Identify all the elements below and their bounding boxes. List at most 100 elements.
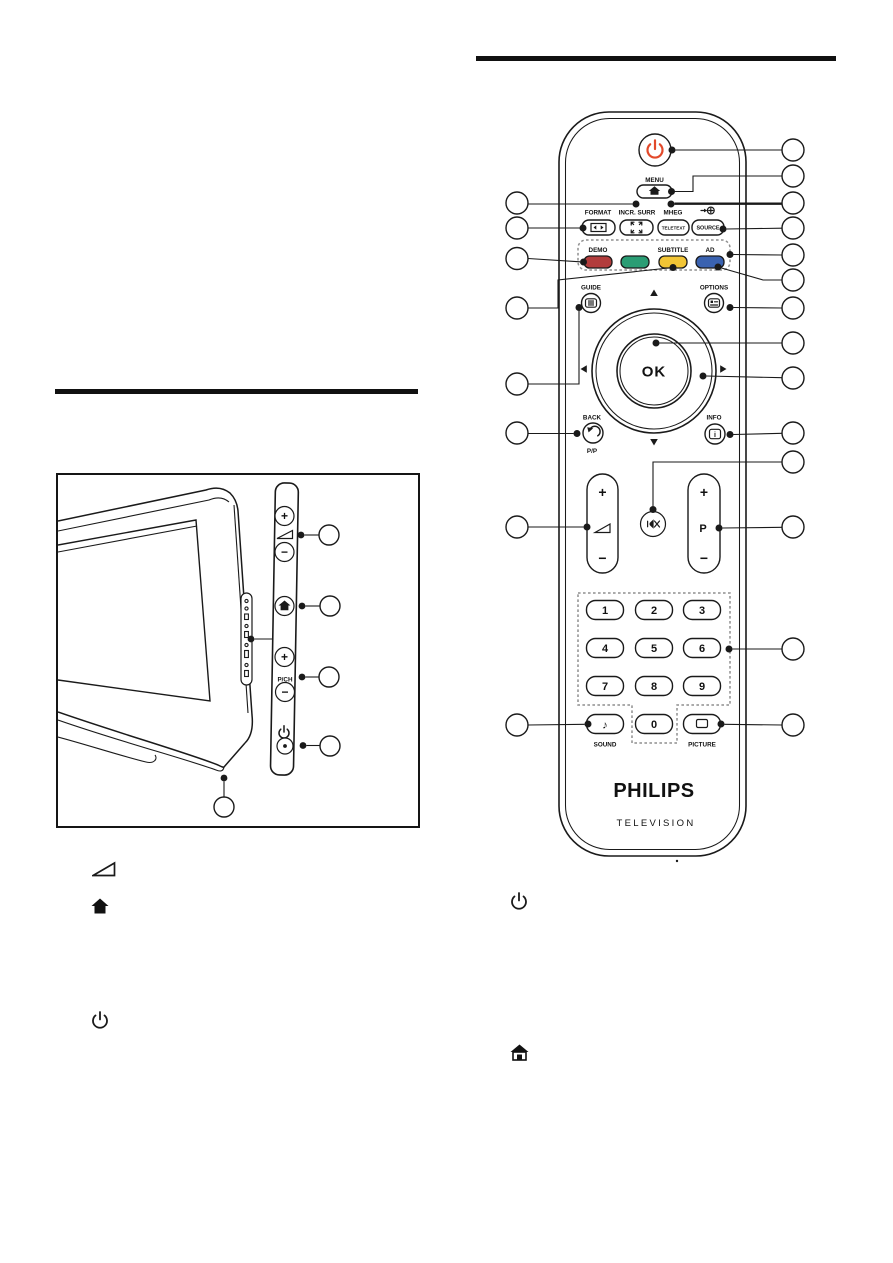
options-label: OPTIONS — [700, 285, 728, 292]
tv-channel-up-button[interactable] — [274, 646, 295, 668]
tv-volume-up-label: + — [281, 509, 288, 523]
remote-callouts-right — [781, 138, 805, 737]
programme-label: P — [699, 523, 706, 535]
stray-dot — [675, 859, 679, 863]
digit-8-label: 8 — [651, 681, 657, 693]
callout-circle — [318, 666, 340, 688]
incr-surr-button[interactable] — [619, 219, 654, 236]
ad-label: AD — [705, 247, 715, 254]
picture-button-label: PICTURE — [688, 742, 716, 749]
keypad-outline — [577, 592, 731, 744]
callout-circle — [505, 372, 529, 396]
nav-left-icon[interactable] — [580, 365, 587, 373]
connector-callout-dot — [247, 635, 255, 643]
info-button[interactable] — [704, 423, 726, 445]
menu-label: MENU — [645, 177, 664, 184]
callout-circle — [318, 524, 340, 546]
volume-triangle-icon — [592, 522, 611, 534]
callout-circle — [781, 637, 805, 661]
callout-circle — [781, 515, 805, 539]
power-icon — [92, 1011, 108, 1029]
remote-callouts-left — [505, 191, 529, 737]
power-icon — [511, 892, 527, 910]
source-plug-icon — [700, 206, 715, 215]
digit-2-label: 2 — [651, 605, 657, 617]
digit-2-button[interactable] — [634, 599, 674, 621]
ok-button[interactable] — [616, 333, 692, 409]
digit-9-label: 9 — [699, 681, 705, 693]
callout-circle — [505, 713, 529, 737]
callout-circle — [781, 421, 805, 445]
info-label: INFO — [706, 415, 721, 422]
tv-power-button-dot — [283, 744, 287, 748]
options-button[interactable] — [703, 292, 725, 314]
callout-circle — [781, 191, 805, 215]
volume-plus-label: + — [598, 484, 606, 500]
section-rule-left — [55, 389, 418, 394]
remote-body-inner — [564, 117, 741, 851]
nav-down-icon[interactable] — [650, 439, 658, 446]
tv-channel-down-label: − — [281, 685, 288, 699]
digit-0-label: 0 — [651, 719, 657, 731]
digit-7-button[interactable] — [585, 675, 625, 697]
tv-volume-down-button[interactable] — [274, 541, 295, 563]
digit-6-button[interactable] — [682, 637, 722, 659]
remote-control-figure: MENU FORMAT INCR. SURR MHEG — [505, 111, 805, 863]
digit-1-button[interactable] — [585, 599, 625, 621]
music-note-icon: ♪ — [602, 720, 608, 732]
green-button[interactable] — [620, 255, 650, 269]
back-arrow-icon — [587, 425, 601, 437]
programme-rocker[interactable] — [687, 473, 721, 574]
digit-6-label: 6 — [699, 643, 705, 655]
home-icon — [91, 898, 109, 914]
tv-side-view-drawing: + − + P/CH − — [58, 482, 341, 818]
tv-volume-down-label: − — [281, 545, 288, 559]
tv-channel-label: P/CH — [277, 677, 292, 684]
callout-circle — [319, 595, 341, 617]
source-button-label: SOURCE — [696, 226, 719, 232]
digit-8-button[interactable] — [634, 675, 674, 697]
tv-volume-up-button[interactable] — [274, 505, 295, 527]
callout-circle — [781, 216, 805, 240]
brand-wordmark: PHILIPS — [613, 780, 694, 802]
nav-up-icon[interactable] — [650, 289, 658, 297]
digit-4-button[interactable] — [585, 637, 625, 659]
mute-speaker-icon — [647, 519, 661, 529]
digit-0-button[interactable] — [634, 713, 674, 735]
digit-5-button[interactable] — [634, 637, 674, 659]
callout-circle — [505, 296, 529, 320]
picture-button[interactable] — [682, 713, 722, 735]
digit-1-label: 1 — [602, 605, 608, 617]
nav-right-icon[interactable] — [720, 365, 727, 373]
callout-circle — [781, 268, 805, 292]
digit-9-button[interactable] — [682, 675, 722, 697]
volume-triangle-icon — [92, 861, 116, 877]
format-button[interactable] — [581, 219, 616, 236]
picture-frame-icon — [695, 718, 709, 729]
demo-label: DEMO — [589, 247, 608, 254]
callout-circle — [781, 296, 805, 320]
callout-circle — [505, 421, 529, 445]
teletext-button[interactable] — [657, 219, 690, 236]
picture-format-icon — [590, 222, 607, 233]
incr-surr-label: INCR. SURR — [619, 210, 656, 217]
callout-circle — [505, 515, 529, 539]
info-icon — [708, 428, 722, 440]
programme-plus-label: + — [700, 484, 708, 500]
digit-3-button[interactable] — [682, 599, 722, 621]
digit-3-label: 3 — [699, 605, 705, 617]
options-list-icon — [707, 298, 721, 308]
mheg-label: MHEG — [664, 210, 683, 217]
tv-outline — [58, 487, 254, 772]
callout-circle — [781, 366, 805, 390]
tv-channel-down-button[interactable] — [274, 681, 296, 703]
callout-circle — [781, 243, 805, 267]
callout-circle — [505, 216, 529, 240]
volume-minus-label: − — [598, 550, 606, 566]
callout-circle — [213, 796, 235, 818]
programme-minus-label: − — [700, 550, 708, 566]
pp-label: P/P — [587, 448, 597, 455]
red-demo-button[interactable] — [583, 255, 613, 269]
home-icon — [648, 186, 661, 195]
callout-circle — [781, 713, 805, 737]
